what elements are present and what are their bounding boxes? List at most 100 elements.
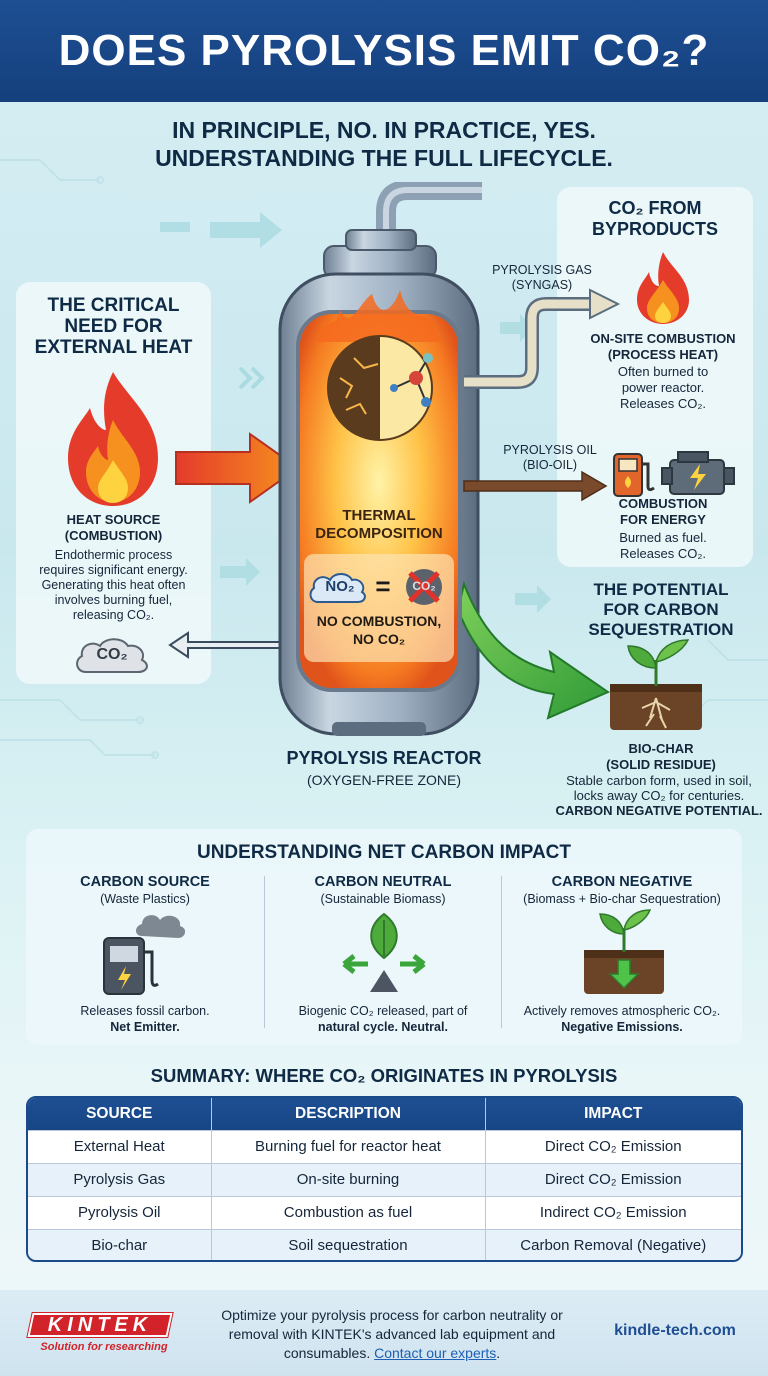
flame-icon-small <box>637 252 689 324</box>
page-title: DOES PYROLYSIS EMIT CO₂? <box>58 26 710 75</box>
title-banner: DOES PYROLYSIS EMIT CO₂? <box>0 0 768 102</box>
sprout-sequestration-icon <box>584 909 664 994</box>
website-link[interactable]: kindle-tech.com <box>614 1322 736 1339</box>
sprout-soil-icon <box>610 639 702 730</box>
kintek-logo[interactable]: KINTEK <box>47 1314 153 1336</box>
heading-line: FOR CARBON <box>603 600 719 619</box>
cell-description: Combustion as fuel <box>210 1195 485 1229</box>
co2-cloud-label: CO₂ <box>96 646 128 663</box>
table-row: Bio-char Soil sequestration Carbon Remov… <box>28 1228 741 1260</box>
pyrolysis-reactor <box>278 182 482 736</box>
onsite-combustion-desc: Often burned to power reactor. Releases … <box>570 364 756 412</box>
heading-line: EXTERNAL HEAT <box>34 337 193 358</box>
reactor-zone: (OXYGEN-FREE ZONE) <box>306 772 461 788</box>
summary-heading: SUMMARY: WHERE CO₂ ORIGINATES IN PYROLYS… <box>150 1065 618 1086</box>
label-line: PYROLYSIS GAS <box>492 263 592 277</box>
col-subtitle: (Biomass + Bio-char Sequestration) <box>523 892 721 906</box>
equals-sign: = <box>375 571 391 601</box>
header-description: DESCRIPTION <box>210 1098 485 1130</box>
desc-line: CARBON NEGATIVE POTENTIAL. <box>555 803 763 818</box>
desc-line: involves burning fuel, <box>54 593 173 607</box>
label-line: HEAT SOURCE <box>66 512 161 527</box>
no2-label: NO₂ <box>325 578 355 595</box>
desc-line: power reactor. <box>621 380 705 395</box>
background-decor <box>0 159 768 759</box>
net-impact-heading: UNDERSTANDING NET CARBON IMPACT <box>196 842 571 863</box>
desc-line: requires significant energy. <box>39 563 188 577</box>
syngas-arrow <box>464 288 621 389</box>
header-source: SOURCE <box>28 1098 211 1130</box>
heat-input-arrow <box>175 432 300 504</box>
desc-line: Generating this heat often <box>41 578 186 592</box>
table-header-row: SOURCE DESCRIPTION IMPACT <box>28 1098 741 1130</box>
fuel-pump-icon <box>613 453 655 497</box>
col-title: CARBON SOURCE <box>80 874 210 890</box>
footer-line: Optimize your pyrolysis process for carb… <box>221 1307 563 1323</box>
reactor-caption: PYROLYSIS REACTOR (OXYGEN-FREE ZONE) <box>254 748 514 788</box>
header-impact: IMPACT <box>484 1098 741 1130</box>
contact-experts-link[interactable]: Contact our experts <box>374 1345 497 1361</box>
table-row: Pyrolysis Gas On-site burning Direct CO₂… <box>28 1162 741 1196</box>
cell-source: Pyrolysis Gas <box>28 1162 211 1196</box>
column-divider <box>264 876 265 1028</box>
bio-oil-label: PYROLYSIS OIL (BIO-OIL) <box>488 443 612 473</box>
heat-source-label: HEAT SOURCE (COMBUSTION) <box>16 512 211 544</box>
label-line: (COMBUSTION) <box>64 528 163 543</box>
cell-description: Soil sequestration <box>210 1228 485 1260</box>
byproducts-heading: CO₂ FROM BYPRODUCTS <box>557 198 753 240</box>
label-line: ON-SITE COMBUSTION <box>590 331 736 346</box>
col-title: CARBON NEUTRAL <box>314 874 452 890</box>
label-line: NO COMBUSTION, <box>316 613 442 629</box>
heading-line: CO₂ FROM <box>608 198 702 218</box>
footer-line: consumables. Contact our experts. <box>192 1344 592 1363</box>
column-divider <box>501 876 502 1028</box>
desc-line: Actively removes atmospheric CO₂. <box>523 1004 721 1018</box>
impact-col-neutral: CARBON NEUTRAL (Sustainable Biomass) <box>265 874 501 906</box>
table-row: External Heat Burning fuel for reactor h… <box>28 1129 741 1163</box>
impact-col-negative: CARBON NEGATIVE (Biomass + Bio-char Sequ… <box>502 874 742 906</box>
cell-source: Pyrolysis Oil <box>28 1195 211 1229</box>
desc-line: Net Emitter. <box>110 1020 180 1034</box>
fuel-pump-engine-icon <box>613 451 735 497</box>
desc-line: locks away CO₂ for centuries. <box>573 788 745 803</box>
cell-impact: Indirect CO₂ Emission <box>484 1195 741 1229</box>
cell-impact: Direct CO₂ Emission <box>484 1162 741 1196</box>
desc-line: Releases CO₂. <box>620 396 706 411</box>
col-subtitle: (Sustainable Biomass) <box>320 892 446 906</box>
no-combustion-label: NO COMBUSTION, NO CO₂ <box>304 612 454 648</box>
flame-icon <box>68 372 158 506</box>
bio-char-arrow <box>462 580 611 720</box>
engine-icon <box>661 451 735 495</box>
desc-line: Stable carbon form, used in soil, <box>566 773 752 788</box>
co2-return-arrow <box>168 631 297 659</box>
label-line: (SYNGAS) <box>511 278 573 292</box>
label-line: THERMAL <box>342 507 416 524</box>
cell-source: Bio-char <box>28 1228 211 1260</box>
label-line: (BIO-OIL) <box>522 458 578 472</box>
leaf-cycle-icon <box>342 912 426 992</box>
energy-combustion-label: COMBUSTION FOR ENERGY <box>570 496 756 528</box>
desc-line: Releases fossil carbon. <box>80 1004 210 1018</box>
subtitle-line-1: IN PRINCIPLE, NO. IN PRACTICE, YES. <box>172 117 596 143</box>
cell-description: On-site burning <box>210 1162 485 1196</box>
col-subtitle: (Waste Plastics) <box>100 892 190 906</box>
reactor-name: PYROLYSIS REACTOR <box>286 748 482 768</box>
onsite-combustion-label: ON-SITE COMBUSTION (PROCESS HEAT) <box>570 331 756 363</box>
summary-table: SOURCE DESCRIPTION IMPACT External Heat … <box>26 1096 743 1262</box>
cell-source: External Heat <box>28 1129 211 1163</box>
table-row: Pyrolysis Oil Combustion as fuel Indirec… <box>28 1195 741 1229</box>
label-line: COMBUSTION <box>618 496 708 511</box>
molecule-icon <box>390 353 433 407</box>
bio-oil-arrow <box>463 470 608 502</box>
desc-line: Often burned to <box>617 364 709 379</box>
bio-char-desc: Stable carbon form, used in soil, locks … <box>550 773 768 818</box>
cell-description: Burning fuel for reactor heat <box>210 1129 485 1163</box>
sequestration-heading: THE POTENTIAL FOR CARBON SEQUESTRATION <box>570 580 752 640</box>
heading-line: THE CRITICAL <box>47 295 180 316</box>
label-line: DECOMPOSITION <box>315 525 443 542</box>
impact-col-source: CARBON SOURCE (Waste Plastics) <box>26 874 264 906</box>
desc-line: natural cycle. Neutral. <box>318 1020 448 1034</box>
flow-arrow-decor <box>160 212 551 613</box>
label-line: NO CO₂ <box>352 631 406 647</box>
bio-char-label: BIO-CHAR (SOLID RESIDUE) <box>570 741 752 773</box>
